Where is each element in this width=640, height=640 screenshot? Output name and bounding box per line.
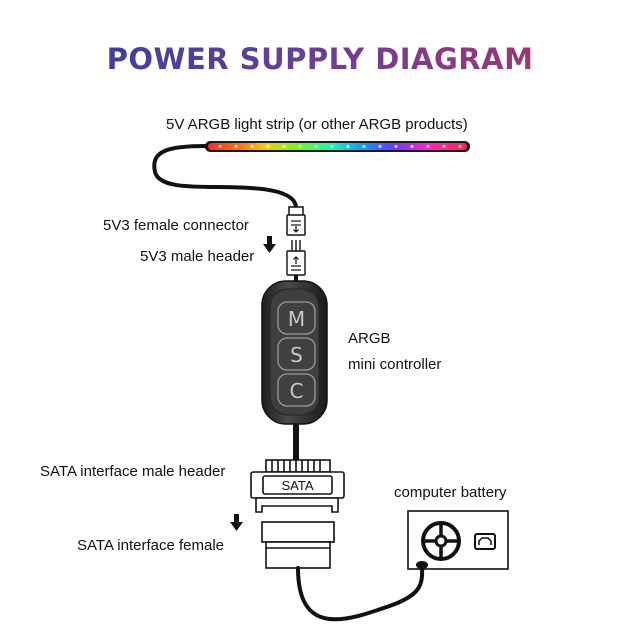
button-c: C [277,373,316,407]
female-connector [286,206,306,236]
button-s: S [277,337,316,371]
svg-text:SATA: SATA [281,478,313,493]
argb-mini-controller: M S C [261,280,328,425]
label-sata-male: SATA interface male header [40,463,226,480]
label-female-connector: 5V3 female connector [103,217,249,234]
label-battery: computer battery [394,484,507,501]
light-strip [205,141,470,152]
label-light-strip: 5V ARGB light strip (or other ARGB produ… [166,116,468,133]
computer-battery [407,510,509,570]
sata-male-header: SATA [250,459,345,513]
button-m: M [277,301,316,335]
svg-text:C: C [290,379,304,403]
svg-text:S: S [290,343,303,367]
male-header [286,240,306,284]
down-arrow-icon [230,514,243,531]
label-sata-female: SATA interface female [77,537,225,554]
sata-interface-female [261,521,335,569]
strip-cable [152,144,298,210]
page-title: POWER SUPPLY DIAGRAM [0,42,640,76]
down-arrow-icon [263,236,276,253]
battery-cable [296,564,425,622]
label-controller-line2: mini controller [348,356,442,373]
label-controller-line1: ARGB [348,330,391,347]
fan-icon [421,521,461,561]
power-socket-icon [474,533,496,550]
svg-text:M: M [288,307,305,331]
label-male-header: 5V3 male header [140,248,255,265]
